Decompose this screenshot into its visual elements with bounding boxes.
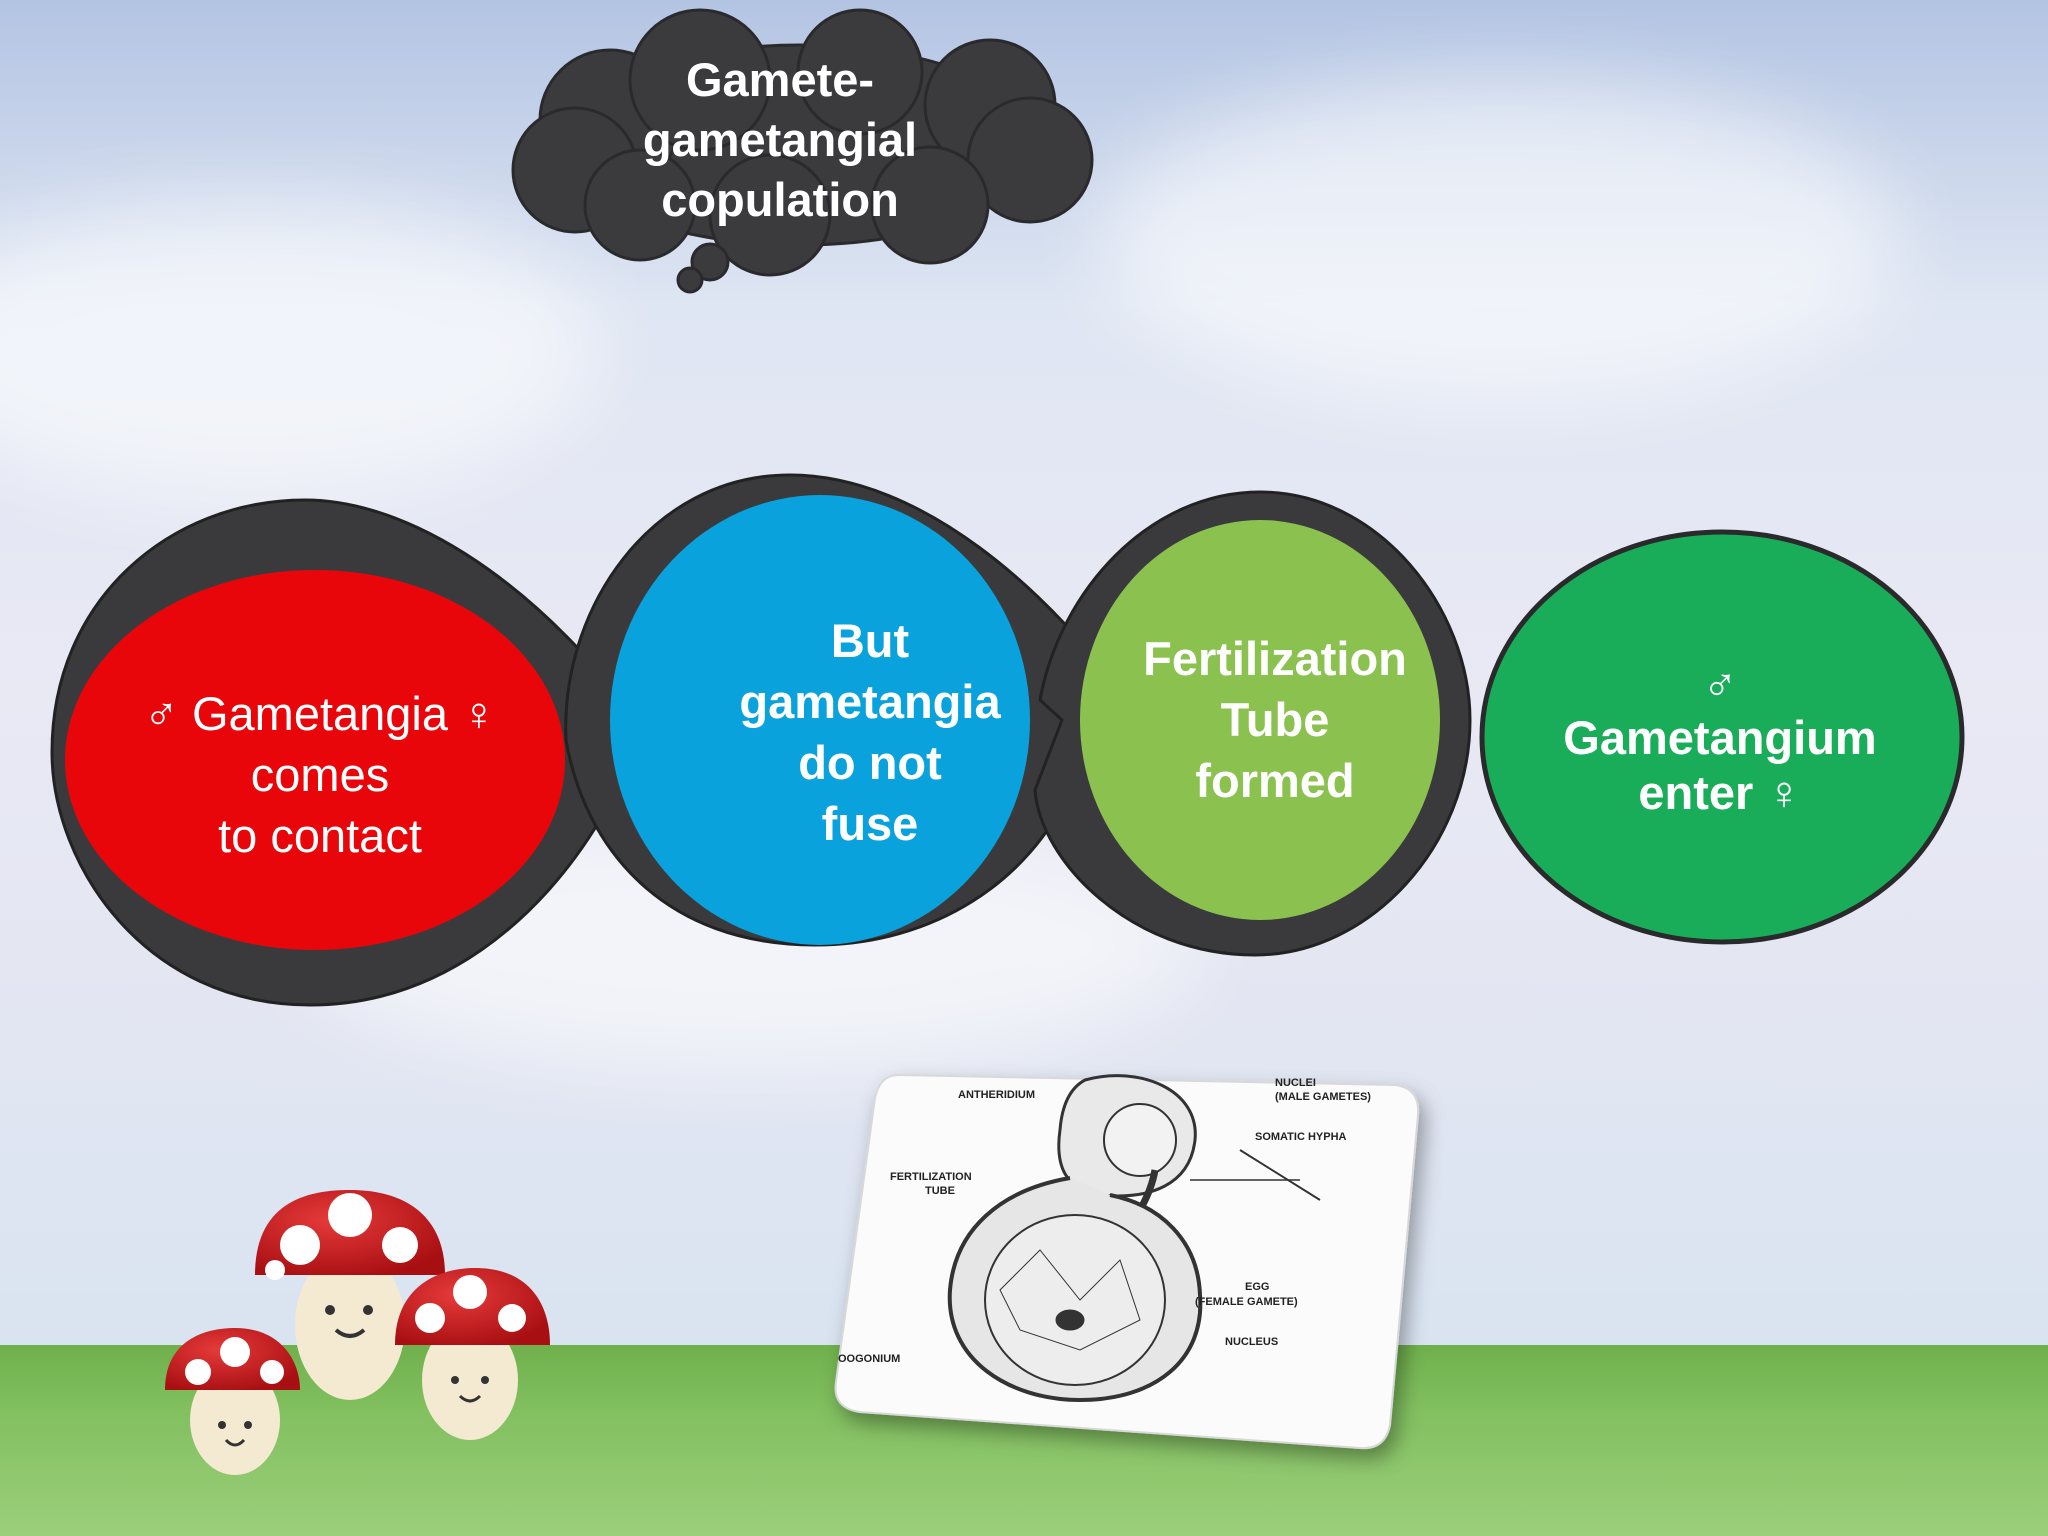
step-1-text: ♂ Gametangia ♀ comes to contact xyxy=(95,683,545,866)
step-3-line: Fertilization xyxy=(1143,632,1407,685)
step-4-line: Gametangium xyxy=(1563,711,1877,764)
mushroom-right xyxy=(395,1268,550,1440)
title-line: Gamete- xyxy=(685,53,875,106)
step-1-circle xyxy=(65,570,565,950)
step-4-line: ♂ xyxy=(1702,656,1738,709)
title-line: gametangial xyxy=(642,113,918,166)
step-3-line: formed xyxy=(1195,754,1355,807)
step-3-shape xyxy=(1033,490,1472,957)
label-fertilization: FERTILIZATION xyxy=(890,1171,972,1183)
mushroom-small xyxy=(165,1328,300,1475)
step-2-circle xyxy=(610,495,1030,945)
step-4-circle xyxy=(1479,529,1965,945)
step-4-text: ♂ Gametangium enter ♀ xyxy=(1510,655,1930,820)
label-nucleus: NUCLEUS xyxy=(1225,1336,1278,1348)
title-text: Gamete- gametangial copulation xyxy=(580,50,980,230)
diagram-labels: ANTHERIDIUM NUCLEI (MALE GAMETES) SOMATI… xyxy=(838,1077,1371,1365)
label-male-gametes: (MALE GAMETES) xyxy=(1275,1091,1371,1103)
label-nuclei: NUCLEI xyxy=(1275,1077,1316,1089)
step-1-line: comes xyxy=(250,748,390,801)
step-2-line: gametangia xyxy=(739,675,1001,728)
step-1-line: ♂ Gametangia ♀ xyxy=(143,687,497,740)
step-2-line: do not xyxy=(798,736,942,789)
step-2-line: fuse xyxy=(821,797,919,850)
step-1-shape xyxy=(50,498,664,1007)
thought-cloud xyxy=(511,8,1094,294)
step-3-circle xyxy=(1080,520,1440,920)
label-female-gamete: (FEMALE GAMETE) xyxy=(1195,1296,1298,1308)
label-oogonium: OOGONIUM xyxy=(838,1353,900,1365)
step-4-line: enter ♀ xyxy=(1638,766,1802,819)
step-2-text: But gametangia do not fuse xyxy=(700,610,1040,854)
sky-cloud xyxy=(1100,80,1900,400)
mushroom-large xyxy=(255,1190,445,1400)
step-1-line: to contact xyxy=(218,809,422,862)
label-egg: EGG xyxy=(1245,1281,1269,1293)
label-antheridium: ANTHERIDIUM xyxy=(958,1089,1035,1101)
label-somatic-hypha: SOMATIC HYPHA xyxy=(1255,1131,1347,1143)
label-tube: TUBE xyxy=(925,1185,955,1197)
title-line: copulation xyxy=(661,173,899,226)
mushroom-group xyxy=(165,1190,550,1475)
step-2-shape xyxy=(564,473,1137,947)
step-2-line: But xyxy=(830,614,910,667)
fertilization-diagram xyxy=(947,1074,1321,1403)
step-3-text: Fertilization Tube formed xyxy=(1110,628,1440,811)
step-4-shape xyxy=(1479,529,1965,945)
step-3-line: Tube xyxy=(1220,693,1330,746)
sky-cloud xyxy=(0,200,600,500)
